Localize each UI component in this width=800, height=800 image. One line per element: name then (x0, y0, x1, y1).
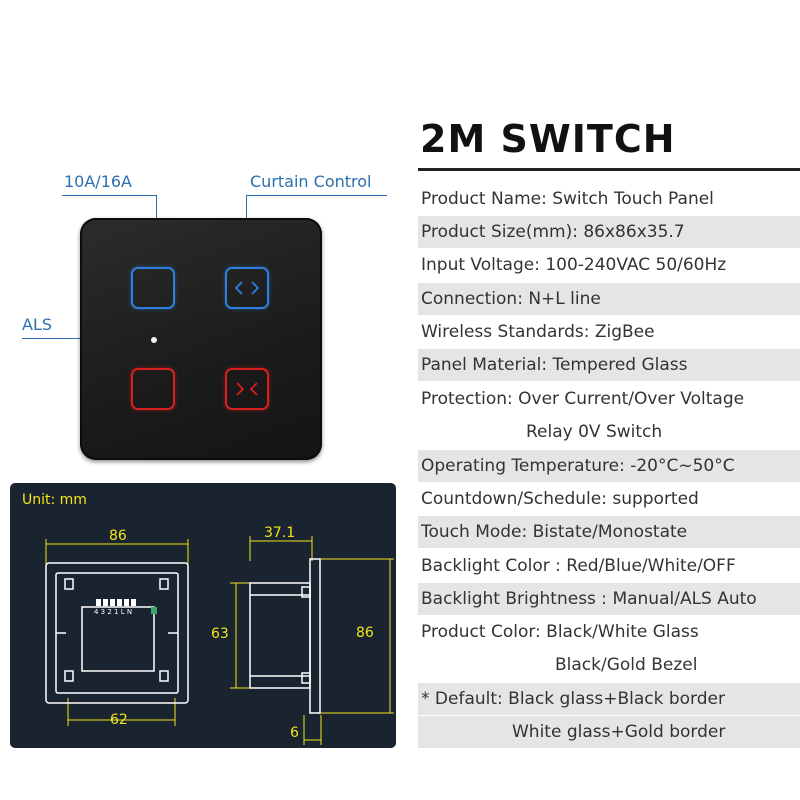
dimension-drawing: Unit: mm (10, 483, 396, 748)
key-curtain-open[interactable] (225, 267, 269, 309)
dimension-lines (45, 536, 394, 745)
key-curtain-close[interactable] (225, 368, 269, 410)
callout-rating: 10A/16A (64, 172, 132, 191)
dim-height: 86 (356, 625, 374, 641)
callout-rating-line (62, 195, 157, 196)
dim-thickness: 6 (290, 725, 299, 741)
spec-row: Backlight Brightness : Manual/ALS Auto (418, 583, 800, 615)
spec-row: * Default: Black glass+Black border (418, 683, 800, 715)
spec-row: Product Name: Switch Touch Panel (421, 189, 714, 209)
spec-row: Product Size(mm): 86x86x35.7 (418, 216, 800, 248)
page-title: 2M SWITCH (420, 117, 676, 161)
spec-row: Product Color: Black/White Glass (421, 622, 699, 642)
callout-als: ALS (22, 315, 53, 334)
title-rule (418, 168, 800, 171)
spec-row: Backlight Color : Red/Blue/White/OFF (421, 556, 736, 576)
spec-row: Panel Material: Tempered Glass (418, 349, 800, 381)
key-top-left[interactable] (131, 267, 175, 309)
spec-row: Operating Temperature: -20°C~50°C (418, 450, 800, 482)
spec-row: White glass+Gold border (418, 716, 800, 748)
key-bottom-left[interactable] (131, 368, 175, 410)
spec-row: Protection: Over Current/Over Voltage (421, 389, 745, 409)
spec-row: Input Voltage: 100-240VAC 50/60Hz (421, 255, 727, 275)
switch-panel (80, 218, 322, 460)
curtain-open-icon (234, 281, 260, 295)
spec-row: Wireless Standards: ZigBee (421, 322, 655, 342)
callout-curtain-line (246, 195, 387, 196)
spec-row: Connection: N+L line (418, 283, 800, 315)
dim-width: 86 (109, 528, 127, 544)
dim-height-inner: 63 (211, 626, 229, 642)
terminal-labels: 4 3 2 1 L N (94, 608, 133, 616)
dim-depth: 37.1 (264, 525, 296, 541)
dim-bottom-width: 62 (110, 712, 128, 728)
spec-row: Relay 0V Switch (526, 422, 663, 442)
unit-label: Unit: mm (22, 492, 87, 508)
curtain-close-icon (236, 382, 258, 396)
callout-curtain: Curtain Control (250, 172, 372, 191)
spec-row: Touch Mode: Bistate/Monostate (418, 516, 800, 548)
spec-row: Countdown/Schedule: supported (421, 489, 699, 509)
spec-row: Black/Gold Bezel (555, 655, 698, 675)
als-sensor-dot (151, 337, 157, 343)
